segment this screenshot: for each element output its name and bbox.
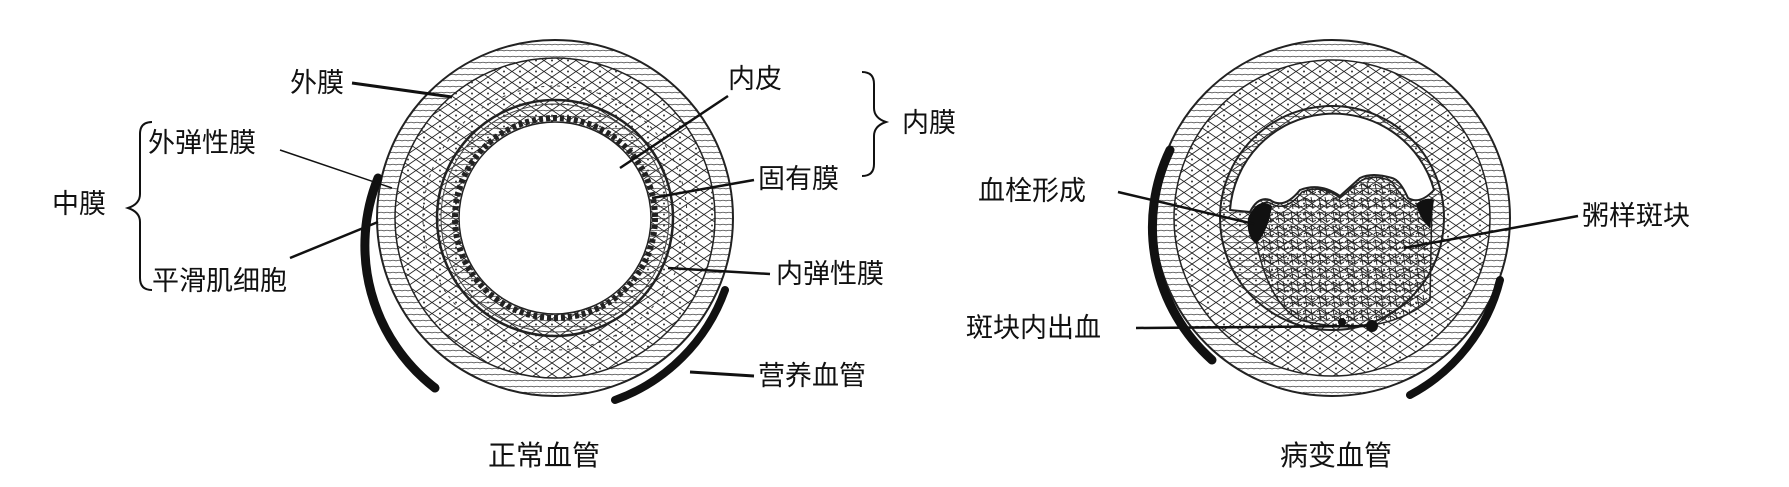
plaque-mass <box>1251 176 1433 328</box>
caption-diseased: 病变血管 <box>1280 439 1392 472</box>
caption-normal: 正常血管 <box>488 439 600 472</box>
diseased-dark-arc-left <box>1147 145 1217 365</box>
label-intima: 内膜 <box>902 108 956 139</box>
label-vasa-vasorum: 营养血管 <box>758 361 866 392</box>
hemorrhage-spot <box>1366 320 1378 332</box>
media-brace <box>124 121 153 291</box>
diseased-vessel <box>1147 39 1511 399</box>
label-plaque: 粥样斑块 <box>1582 201 1690 232</box>
diseased-labels: 血栓形成 粥样斑块 斑块内出血 <box>966 176 1690 344</box>
intima-brace <box>861 71 890 177</box>
label-adventitia: 外膜 <box>290 68 344 99</box>
normal-vessel <box>360 39 734 404</box>
normal-right-labels: 内皮 内膜 固有膜 内弹性膜 营养血管 <box>619 64 956 392</box>
diseased-lumen <box>1228 112 1436 214</box>
label-smooth-muscle: 平滑肌细胞 <box>152 266 287 297</box>
thrombus-patch <box>1247 202 1272 244</box>
label-internal-elastic: 内弹性膜 <box>776 259 884 290</box>
normal-lumen <box>458 121 652 315</box>
endothelium-ring <box>452 115 658 321</box>
label-hemorrhage: 斑块内出血 <box>966 313 1101 344</box>
vasa-vasorum-arc <box>611 286 729 404</box>
label-external-elastic: 外弹性膜 <box>148 128 256 159</box>
internal-elastic-ring <box>435 98 675 338</box>
diseased-dark-arc-right <box>1406 276 1504 399</box>
outer-dark-arc-left <box>360 173 440 393</box>
label-thrombus: 血栓形成 <box>978 176 1086 207</box>
normal-labels: 外膜 中膜 外弹性膜 平滑肌细胞 <box>52 68 453 297</box>
label-media: 中膜 <box>52 189 106 220</box>
label-lamina-propria: 固有膜 <box>758 164 839 195</box>
label-endothelium: 内皮 <box>728 64 782 95</box>
